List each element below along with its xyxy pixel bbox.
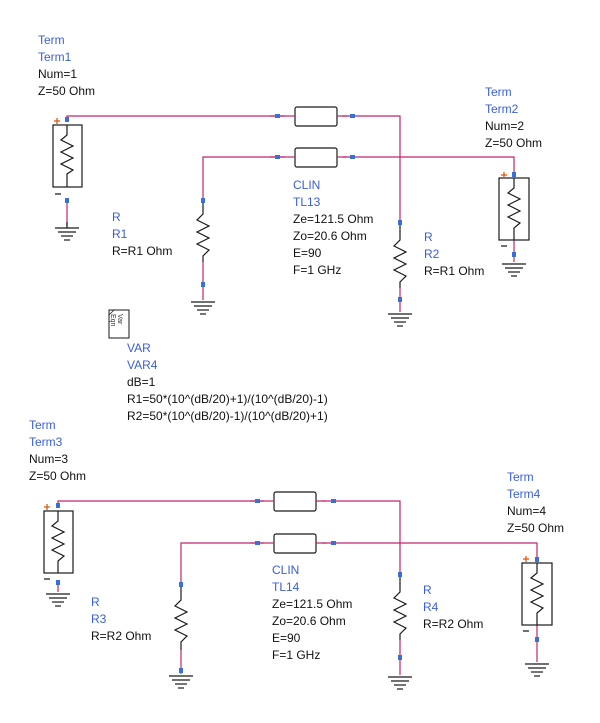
term4-num: Num=4	[507, 504, 547, 518]
ground-r4	[388, 676, 412, 690]
r4-type: R	[423, 583, 432, 597]
wire-term3-tl14	[57, 500, 264, 506]
tl14-ze: Ze=121.5 Ohm	[272, 597, 353, 611]
tl13-ze: Ze=121.5 Ohm	[293, 212, 374, 226]
r3-symbol[interactable]	[173, 582, 189, 673]
var4-eq3: R2=50*(10^(dB/20)-1)/(10^(dB/20)+1)	[127, 409, 328, 423]
r3-value: R=R2 Ohm	[91, 629, 152, 643]
term3-name: Term3	[29, 435, 63, 449]
term3-type: Term	[29, 418, 56, 432]
r1-type: R	[112, 210, 121, 224]
r2-label: R R2 R=R1 Ohm	[424, 229, 484, 280]
term3-z: Z=50 Ohm	[29, 469, 87, 483]
wire-tl13-term2	[342, 156, 515, 175]
term3-symbol[interactable]	[43, 503, 74, 585]
tl14-f: F=1 GHz	[272, 648, 321, 662]
term1-z: Z=50 Ohm	[38, 84, 96, 98]
tl14-label: CLIN TL14 Ze=121.5 Ohm Zo=20.6 Ohm E=90 …	[272, 562, 352, 664]
term2-z: Z=50 Ohm	[485, 136, 543, 150]
ground-term4	[525, 663, 549, 677]
ground-r1	[191, 301, 215, 315]
r2-type: R	[424, 230, 433, 244]
ground-r2	[388, 313, 412, 327]
r1-label: R R1 R=R1 Ohm	[112, 209, 172, 260]
tl13-label: CLIN TL13 Ze=121.5 Ohm Zo=20.6 Ohm E=90 …	[293, 177, 373, 279]
term4-label: Term Term4 Num=4 Z=50 Ohm	[507, 469, 564, 537]
r3-type: R	[91, 595, 100, 609]
var4-eq1: dB=1	[127, 375, 156, 389]
r3-name: R3	[91, 612, 107, 626]
tl13-symbol[interactable]	[270, 106, 355, 168]
r2-value: R=R1 Ohm	[424, 264, 485, 278]
term2-symbol[interactable]	[498, 172, 530, 257]
tl14-zo: Zo=20.6 Ohm	[272, 614, 346, 628]
term2-num: Num=2	[485, 119, 525, 133]
term4-symbol[interactable]	[521, 556, 553, 642]
var-icon-line1: Var	[116, 314, 123, 325]
tl14-symbol[interactable]	[250, 491, 336, 554]
term4-z: Z=50 Ohm	[507, 521, 565, 535]
var-eqn-icon[interactable]: Var Eqn	[108, 309, 130, 339]
term3-num: Num=3	[29, 452, 69, 466]
r2-name: R2	[424, 247, 440, 261]
tl14-type: CLIN	[272, 563, 300, 577]
tl13-name: TL13	[293, 195, 321, 209]
r3-label: R R3 R=R2 Ohm	[91, 594, 151, 645]
r1-symbol[interactable]	[195, 198, 211, 287]
ground-term3	[46, 593, 70, 607]
var4-eq2: R1=50*(10^(dB/20)+1)/(10^(dB/20)-1)	[127, 392, 328, 406]
term1-type: Term	[38, 33, 65, 47]
term1-label: Term Term1 Num=1 Z=50 Ohm	[38, 32, 95, 100]
term4-name: Term4	[507, 487, 541, 501]
r4-value: R=R2 Ohm	[423, 617, 484, 631]
upper-wires	[66, 115, 515, 312]
ground-term1	[55, 222, 79, 241]
tl14-e: E=90	[272, 631, 301, 645]
wire-r3-tl14	[180, 542, 264, 582]
term1-num: Num=1	[38, 67, 78, 81]
wire-tl14-r4	[322, 500, 401, 572]
tl13-zo: Zo=20.6 Ohm	[293, 229, 367, 243]
ground-term2	[502, 263, 526, 277]
wire-term1-tl13	[66, 115, 285, 117]
r1-name: R1	[112, 227, 128, 241]
tl13-f: F=1 GHz	[293, 263, 342, 277]
wire-tl13-r2	[342, 115, 401, 222]
var4-label: VAR VAR4 dB=1 R1=50*(10^(dB/20)+1)/(10^(…	[127, 340, 328, 425]
r2-symbol[interactable]	[392, 220, 408, 302]
var4-name: VAR4	[127, 358, 158, 372]
ground-r3	[169, 675, 193, 689]
wire-tl14-term4	[322, 542, 538, 560]
wire-r1-tl13	[202, 156, 285, 198]
tl14-name: TL14	[272, 580, 300, 594]
tl13-e: E=90	[293, 246, 322, 260]
term4-type: Term	[507, 470, 534, 484]
tl13-type: CLIN	[293, 178, 321, 192]
r4-symbol[interactable]	[392, 572, 408, 660]
r4-label: R R4 R=R2 Ohm	[423, 582, 483, 633]
r1-value: R=R1 Ohm	[112, 244, 173, 258]
term2-type: Term	[485, 85, 512, 99]
r4-name: R4	[423, 600, 439, 614]
term2-name: Term2	[485, 102, 519, 116]
var4-type: VAR	[127, 341, 151, 355]
var-icon-line2: Eqn	[109, 314, 116, 327]
term2-label: Term Term2 Num=2 Z=50 Ohm	[485, 84, 542, 152]
term1-symbol[interactable]	[52, 117, 83, 203]
term3-label: Term Term3 Num=3 Z=50 Ohm	[29, 417, 86, 485]
term1-name: Term1	[38, 50, 72, 64]
